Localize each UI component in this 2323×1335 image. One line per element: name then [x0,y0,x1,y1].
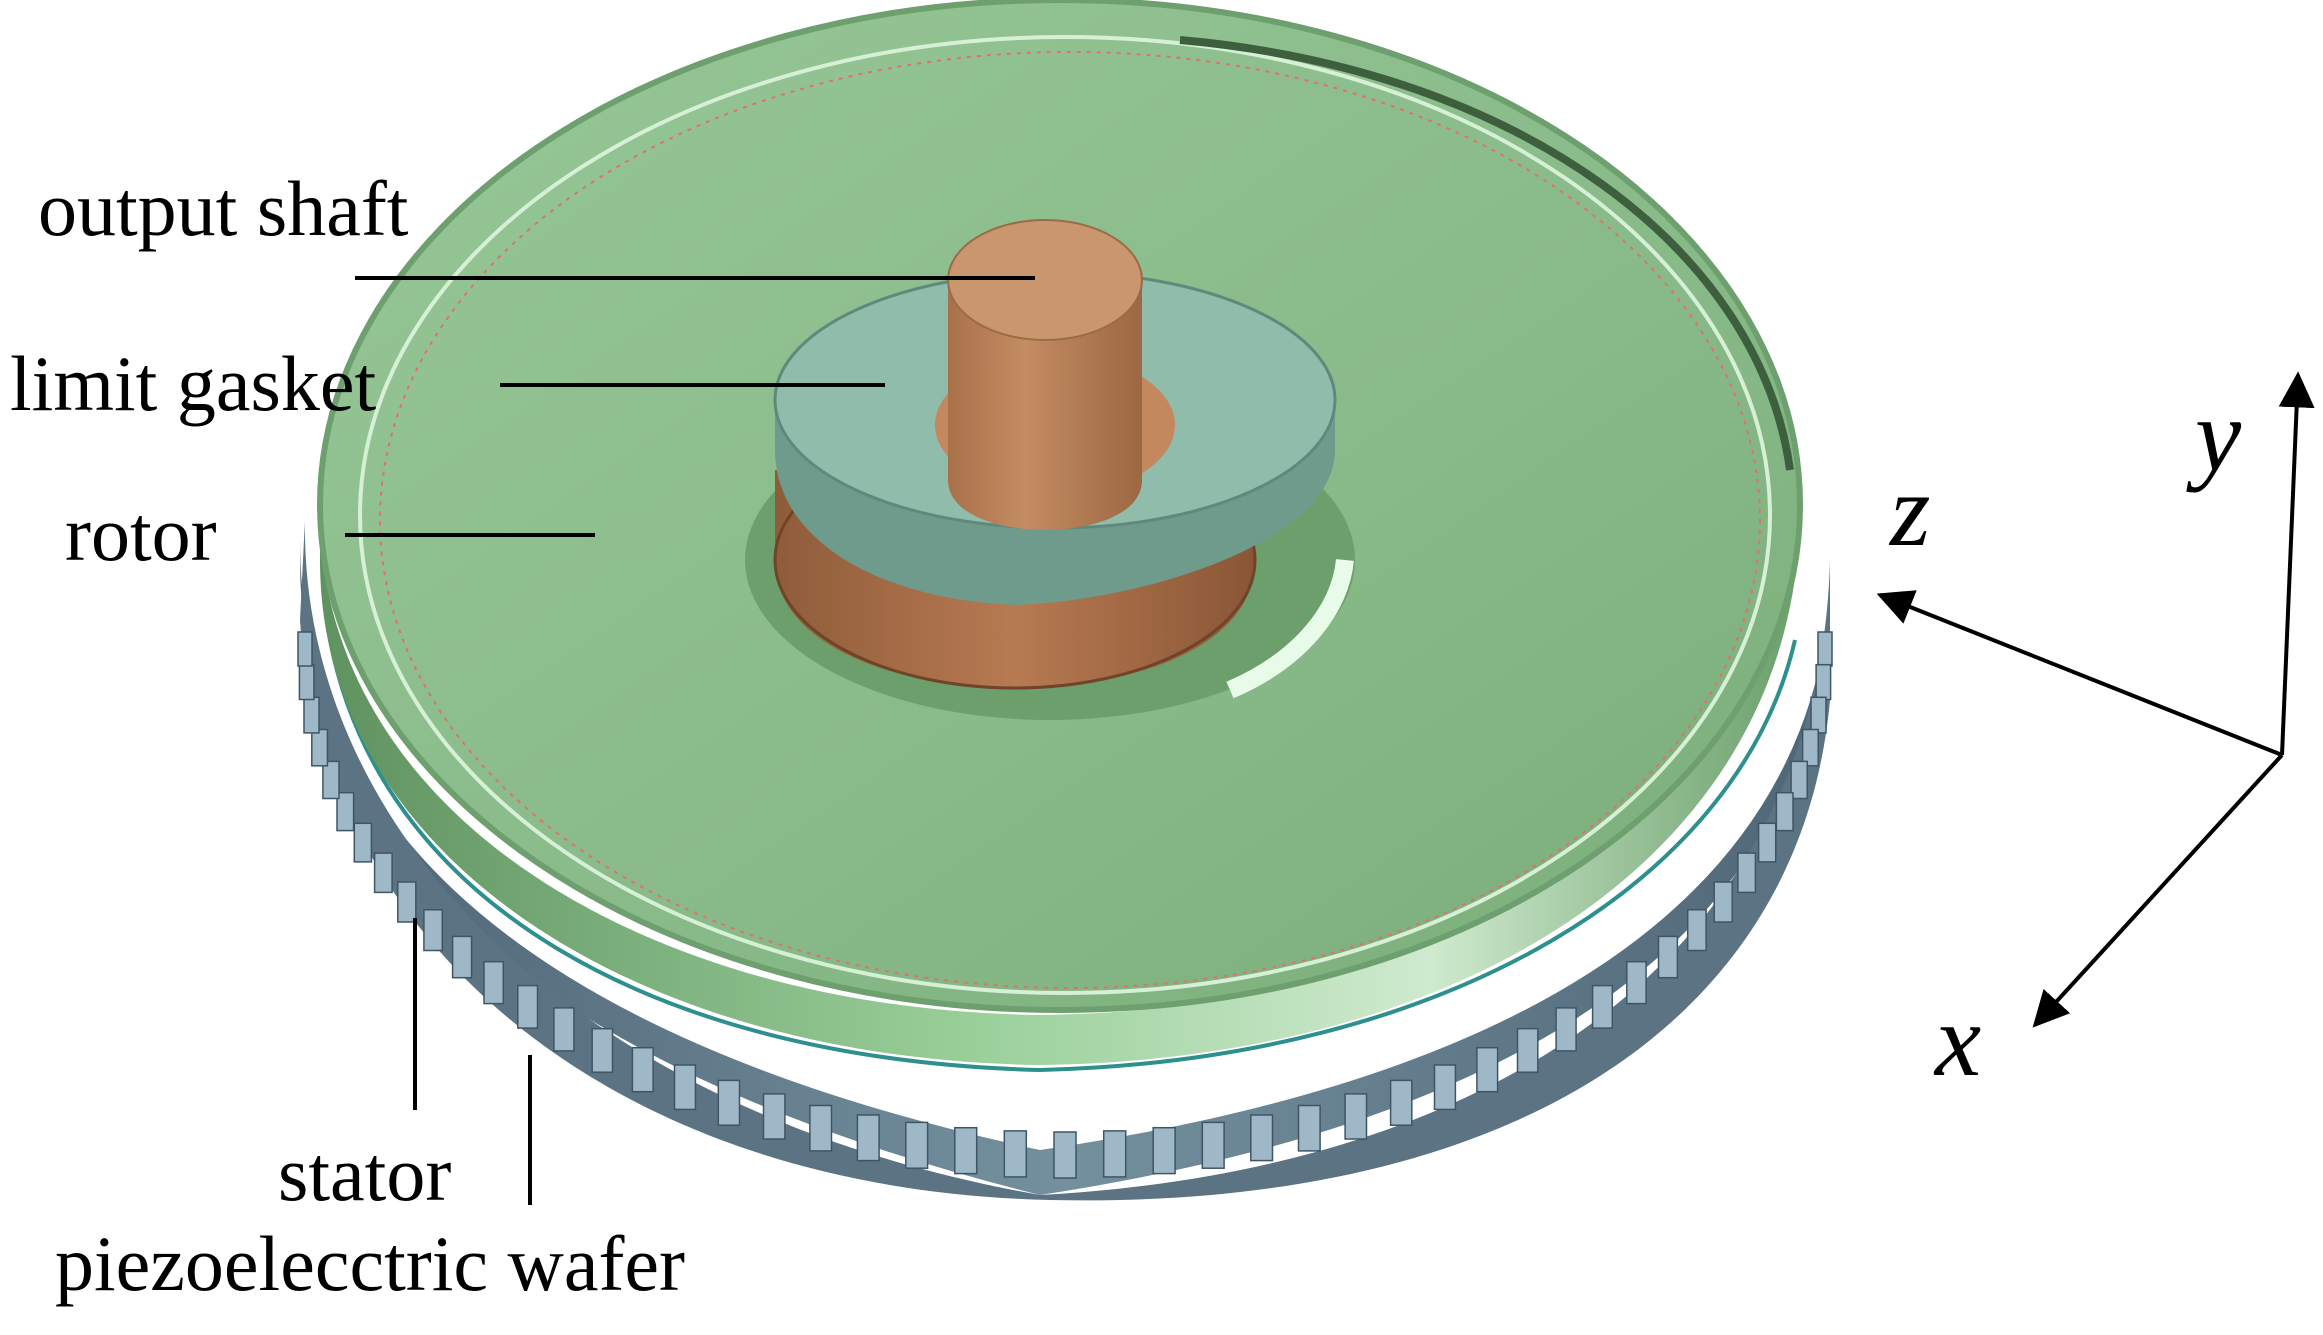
leader-lines [345,276,1035,1205]
stator-tooth [311,728,329,767]
stator-tooth [856,1114,880,1162]
y-axis-label: y [2186,378,2242,493]
stator-tooth [905,1121,929,1169]
stator-tooth [1810,696,1827,734]
x-axis-arrow [2032,753,2284,1028]
stator-tooth [1297,1104,1321,1152]
stator-tooth [1389,1079,1413,1126]
stator-tooth [631,1046,654,1093]
stator-tooth [1686,909,1707,952]
stator-tooth [591,1027,614,1073]
stator-tooth [423,909,444,952]
stator-tooth [298,663,315,701]
stator-tooth [297,631,313,667]
stator-teeth [297,631,1833,1179]
stator-tooth [1790,760,1808,800]
z-axis-label: z [1888,453,1930,568]
rotor-recess-highlight [1226,558,1354,699]
limit-gasket-label: limit gasket [10,340,376,427]
rotor-lip-outer [317,0,1803,1013]
stator-tooth [1713,881,1733,923]
stator-tooth [1003,1130,1028,1178]
piezoelectric-wafer-layer [328,639,1797,1073]
stator [297,520,1833,1201]
rotor-lip-inner [358,35,1772,995]
stator-tooth [1801,728,1819,767]
coordinate-axes [1876,371,2315,1028]
stator-label: stator [278,1130,451,1217]
stator-tooth [373,852,393,894]
stator-tooth [1591,984,1614,1029]
stator-tooth [353,822,373,863]
x-axis-label: x [1933,983,1981,1098]
stator-tooth [1476,1046,1499,1093]
stator-tooth [303,696,320,734]
stator-tooth [1053,1131,1077,1179]
y-axis-arrow [2278,371,2315,756]
output-shaft [947,219,1143,530]
stator-tooth [809,1104,833,1152]
stator-tooth [717,1079,741,1126]
stator-tooth [1737,852,1757,894]
stator-tooth [517,984,539,1029]
stator-tooth [322,760,340,800]
rotor-lip-dash [379,51,1761,989]
output-shaft-label: output shaft [38,165,409,252]
stator-tooth [397,881,417,923]
stator-tooth [1201,1121,1225,1169]
stator-tooth [1433,1064,1457,1111]
stator-tooth [1657,935,1679,979]
rotor-label: rotor [65,490,217,577]
stator-tooth [336,791,355,832]
stator-tooth [483,960,505,1005]
stator-tooth [1102,1130,1127,1178]
stator-tooth [954,1126,978,1175]
piezoelectric-wafer-label: piezoelecctric wafer [55,1220,685,1307]
stator-tooth [1817,631,1833,667]
rotor-groove [1179,36,1794,471]
stator-tooth [1815,663,1832,701]
stator-tooth [762,1093,786,1140]
stator-tooth [1152,1126,1176,1175]
stator-tooth [553,1007,575,1052]
output-shaft-body [948,280,1142,530]
stator-tooth [1555,1007,1577,1052]
stator-tooth [1775,791,1794,832]
stator-tooth [1757,822,1777,863]
z-axis-arrow [1876,590,2283,757]
stator-tooth [1250,1114,1274,1162]
stator-tooth [451,935,473,979]
stator-tooth [1626,960,1647,1005]
stator-tooth [1516,1027,1539,1073]
stator-tooth [673,1064,697,1111]
stator-tooth [1344,1093,1368,1140]
